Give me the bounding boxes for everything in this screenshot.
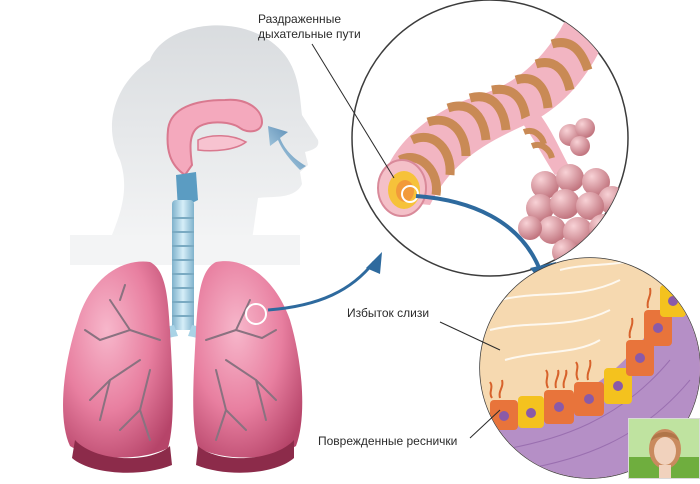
damaged-cilia [489,287,652,399]
pointer-cilia [469,409,501,439]
epithelial-cells [490,285,686,430]
label-irritated-airways: Раздраженные дыхательные пути [258,12,361,42]
face-thumbnail[interactable] [628,418,700,479]
right-lung [193,261,303,473]
pointer-mucus [439,321,501,351]
lung-to-airway-arrow [267,261,376,312]
label-damaged-cilia: Поврежденные реснички [318,434,458,448]
face-thumbnail-image [629,419,699,478]
pointer-irritated [311,43,395,179]
left-lung [63,261,173,473]
airway-to-tissue-arrow [415,194,542,271]
focus-ring-lung [245,303,267,325]
inhale-arrow [268,126,306,170]
label-irritated-line2: дыхательные пути [258,27,361,41]
label-irritated-line1: Раздраженные [258,12,341,26]
label-excess-mucus: Избыток слизи [347,306,430,320]
airway-magnified [351,0,629,277]
